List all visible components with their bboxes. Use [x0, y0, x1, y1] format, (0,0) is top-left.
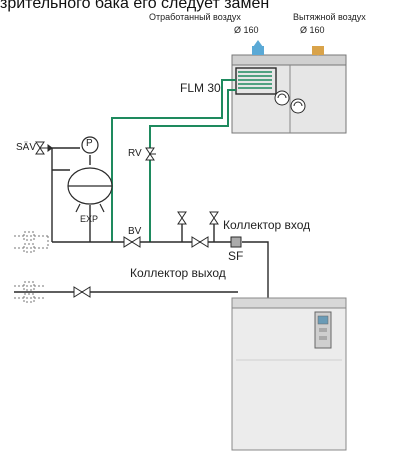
exhaust-air-port-icon: [252, 40, 264, 55]
vent-valve-2: [209, 211, 219, 225]
sf-label: SF: [228, 249, 244, 263]
sav-valve: [35, 141, 53, 155]
vent-valve-1: [177, 211, 187, 225]
extract-air-label: Вытяжной воздух: [293, 12, 366, 22]
fan-icon-2: [290, 98, 306, 114]
rv-valve: [145, 147, 156, 161]
truncated-header-text: зрительного бака его следует замен: [0, 0, 270, 12]
extract-air-diameter: Ø 160: [300, 25, 325, 35]
fan-icon: [274, 90, 290, 106]
exhaust-air-diameter: Ø 160: [234, 25, 259, 35]
unit-name-label: FLM 30: [180, 81, 221, 95]
extract-air-port-icon: [312, 46, 324, 56]
collector-out-label: Коллектор выход: [130, 266, 226, 280]
collector-in-label: Коллектор вход: [223, 218, 311, 232]
flm-unit: [231, 40, 347, 134]
heat-pump-cabinet: [231, 297, 347, 451]
bv-valve: [123, 236, 141, 248]
green-supply-pipes: [111, 79, 236, 242]
sav-label: SÄV: [16, 142, 37, 153]
exp-label: EXP: [80, 214, 99, 224]
inlet-valve: [191, 236, 209, 248]
control-panel-icon: [314, 311, 332, 349]
bv-label: BV: [128, 226, 142, 237]
sf-filter: [230, 236, 242, 248]
outlet-valve: [73, 286, 91, 298]
expansion-vessel: [67, 167, 113, 213]
pressure-gauge: [81, 136, 99, 154]
dashed-connectors: [14, 231, 49, 303]
rv-label: RV: [128, 148, 142, 159]
pressure-label: P: [86, 138, 93, 149]
exhaust-air-label: Отработанный воздух: [149, 12, 241, 22]
